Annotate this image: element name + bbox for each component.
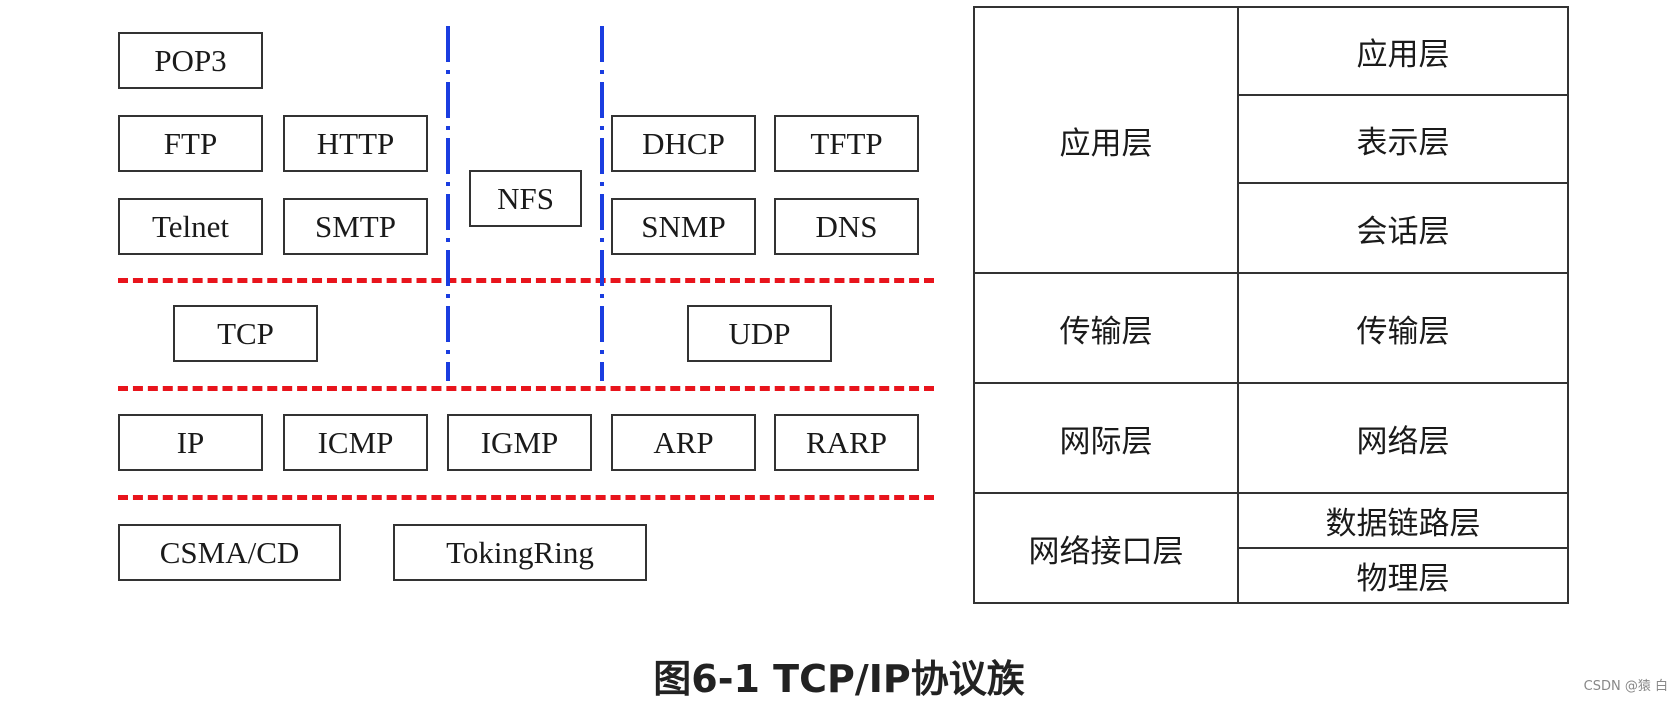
protocol-rarp: RARP (774, 414, 919, 471)
protocol-udp: UDP (687, 305, 832, 362)
protocol-tftp: TFTP (774, 115, 919, 172)
tcp-udp-divider-left (446, 26, 450, 381)
protocol-pop3: POP3 (118, 32, 263, 89)
layer-divider-internet-interface (118, 495, 934, 500)
protocol-igmp: IGMP (447, 414, 592, 471)
protocol-ip: IP (118, 414, 263, 471)
protocol-arp: ARP (611, 414, 756, 471)
tcpip-layer-application: 应用层 (973, 6, 1239, 274)
protocol-telnet: Telnet (118, 198, 263, 255)
osi-layer-physical: 物理层 (1237, 547, 1569, 604)
protocol-icmp: ICMP (283, 414, 428, 471)
osi-layer-presentation: 表示层 (1237, 94, 1569, 184)
tcpip-layer-network-interface: 网络接口层 (973, 492, 1239, 604)
protocol-csmacd: CSMA/CD (118, 524, 341, 581)
osi-layer-data-link: 数据链路层 (1237, 492, 1569, 549)
layer-divider-transport-internet (118, 386, 934, 391)
protocol-nfs: NFS (469, 170, 582, 227)
layer-divider-application-transport (118, 278, 934, 283)
layer-model-table: 应用层 应用层 表示层 会话层 传输层 传输层 网际层 网络层 网络接口层 数据… (973, 6, 1569, 604)
protocol-ftp: FTP (118, 115, 263, 172)
osi-layer-application: 应用层 (1237, 6, 1569, 96)
osi-layer-transport: 传输层 (1237, 272, 1569, 384)
protocol-snmp: SNMP (611, 198, 756, 255)
protocol-tokingring: TokingRing (393, 524, 647, 581)
protocol-smtp: SMTP (283, 198, 428, 255)
protocol-tcp: TCP (173, 305, 318, 362)
protocol-http: HTTP (283, 115, 428, 172)
protocol-dns: DNS (774, 198, 919, 255)
tcpip-layer-transport: 传输层 (973, 272, 1239, 384)
tcp-udp-divider-right (600, 26, 604, 381)
osi-layer-session: 会话层 (1237, 182, 1569, 274)
watermark: CSDN @猿 白 (1583, 679, 1668, 694)
protocol-dhcp: DHCP (611, 115, 756, 172)
figure-caption: 图6-1 TCP/IP协议族 (653, 657, 1025, 701)
tcpip-layer-internet: 网际层 (973, 382, 1239, 494)
osi-layer-network: 网络层 (1237, 382, 1569, 494)
